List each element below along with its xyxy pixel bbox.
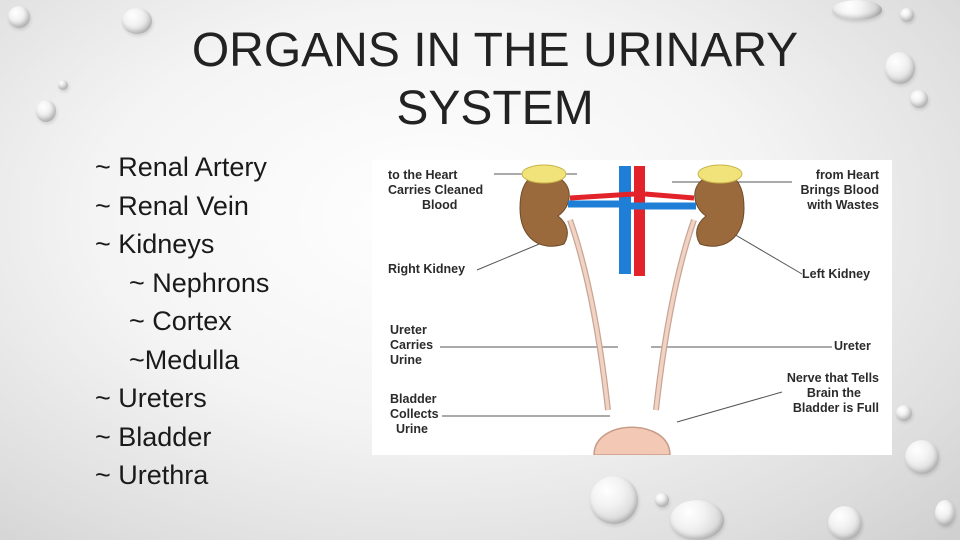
bullet-list: ~ Renal Artery ~ Renal Vein ~ Kidneys ~ … [95, 148, 365, 495]
renal-artery-left [644, 191, 695, 201]
bullet-item: ~ Ureters [95, 383, 207, 413]
left-ureter [653, 219, 697, 411]
label-ureter-carries-urine: Ureter Carries Urine [390, 323, 434, 367]
vena-cava [619, 166, 631, 274]
water-drop [885, 52, 915, 84]
bladder [593, 426, 671, 455]
label-from-heart: from Heart Brings Blood with Wastes [800, 168, 879, 212]
water-drop [900, 8, 914, 22]
sub-bullet-item: ~ Cortex [129, 306, 232, 336]
label-nerve: Nerve that Tells Brain the Bladder is Fu… [786, 371, 879, 415]
label-ureter: Ureter [834, 339, 871, 353]
water-drop [896, 405, 912, 421]
aorta [634, 166, 645, 276]
bullet-item: ~ Kidneys [95, 229, 215, 259]
water-drop [590, 476, 638, 524]
water-drop [905, 440, 939, 474]
water-drop [655, 493, 669, 507]
right-adrenal-gland [521, 164, 567, 184]
water-drop [910, 90, 928, 108]
title-line-1: ORGANS IN THE URINARY [191, 24, 799, 77]
sub-bullet-item: ~ Nephrons [129, 267, 270, 298]
slide-title: ORGANS IN THE URINARY SYSTEM [150, 22, 840, 138]
water-drop [670, 500, 724, 540]
bullet-item: ~ Renal Vein [95, 190, 249, 221]
bullet-item: ~ Urethra [95, 460, 209, 490]
sub-bullet-item: ~Medulla [129, 344, 240, 375]
bullet-item: ~ Renal Artery [95, 152, 267, 182]
label-left-kidney: Left Kidney [802, 267, 871, 281]
water-drop [36, 100, 56, 122]
water-drop [8, 6, 30, 28]
water-drop [122, 8, 152, 34]
water-drop [828, 506, 862, 540]
right-ureter-fill [568, 219, 610, 411]
water-drop [935, 500, 955, 526]
label-bladder: Bladder Collects Urine [390, 392, 439, 436]
urinary-system-illustration [440, 164, 832, 455]
right-kidney [519, 172, 570, 247]
left-adrenal-gland [697, 164, 743, 184]
right-ureter [567, 219, 611, 411]
label-right-kidney: Right Kidney [388, 262, 466, 276]
left-ureter-fill [654, 219, 696, 411]
leader-lines [440, 173, 832, 423]
bullet-item: ~ Bladder [95, 421, 212, 452]
label-to-heart: to the Heart Carries Cleaned Blood [388, 168, 484, 212]
water-drop [832, 0, 882, 20]
renal-artery-right [569, 191, 635, 201]
left-kidney [694, 172, 745, 247]
water-drop [58, 80, 68, 90]
title-line-2: SYSTEM [396, 82, 594, 135]
urinary-system-diagram: to the Heart Carries Cleaned Blood from … [372, 160, 892, 455]
